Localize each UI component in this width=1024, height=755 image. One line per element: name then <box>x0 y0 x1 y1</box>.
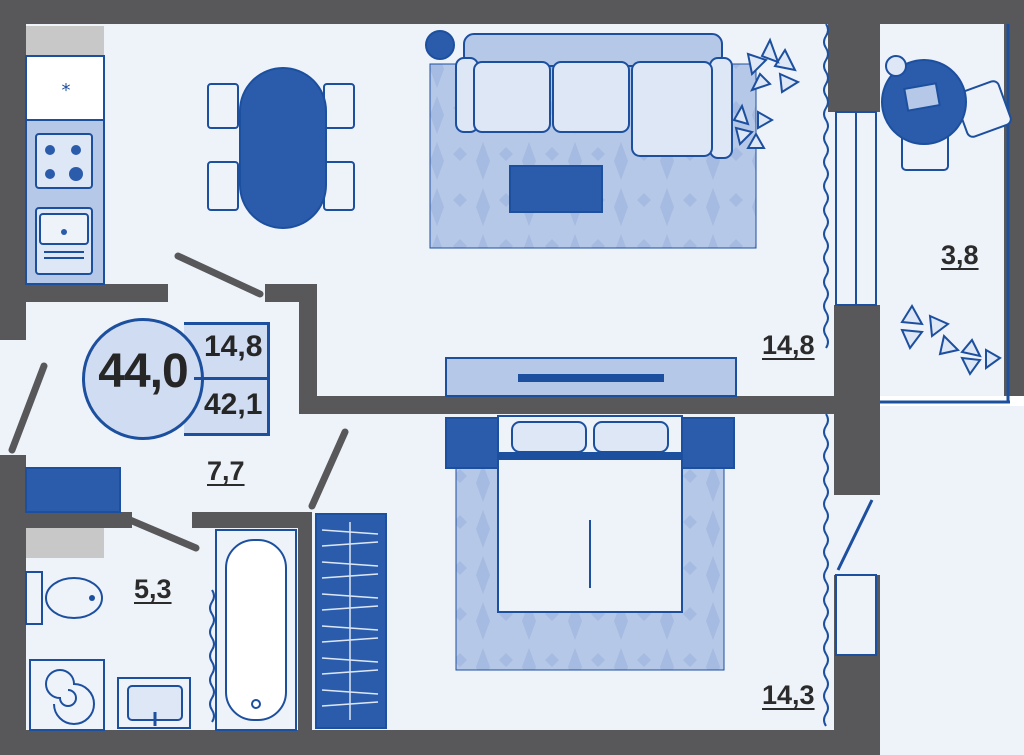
tv-console <box>445 357 737 397</box>
balcony-door <box>835 495 877 656</box>
kitchen-unit: * <box>25 26 105 285</box>
balcony-desk <box>881 55 1012 171</box>
area-badge: 44,0 14,8 42,1 <box>82 318 272 442</box>
balcony-area: 3,8 <box>941 240 979 270</box>
hallway-area: 7,7 <box>207 456 245 486</box>
sofa <box>425 30 733 159</box>
svg-text:*: * <box>62 80 71 101</box>
bathroom-area: 5,3 <box>134 574 172 604</box>
plant <box>732 37 1002 376</box>
area-badge-circle <box>82 318 204 440</box>
bed <box>445 415 735 613</box>
hall-cabinet <box>25 467 121 513</box>
total-area-label: 44,0 <box>98 345 188 398</box>
living-room-area: 14,8 <box>762 330 815 360</box>
summary-lower-label: 42,1 <box>204 388 263 421</box>
doors <box>8 252 349 552</box>
window-curtains <box>209 23 829 727</box>
summary-upper-label: 14,8 <box>204 330 263 363</box>
wardrobe <box>315 513 387 729</box>
bathroom-fixtures <box>25 528 297 731</box>
area-badge-divider <box>194 377 268 380</box>
bedroom-area: 14,3 <box>762 680 815 710</box>
dining-table <box>207 67 355 229</box>
